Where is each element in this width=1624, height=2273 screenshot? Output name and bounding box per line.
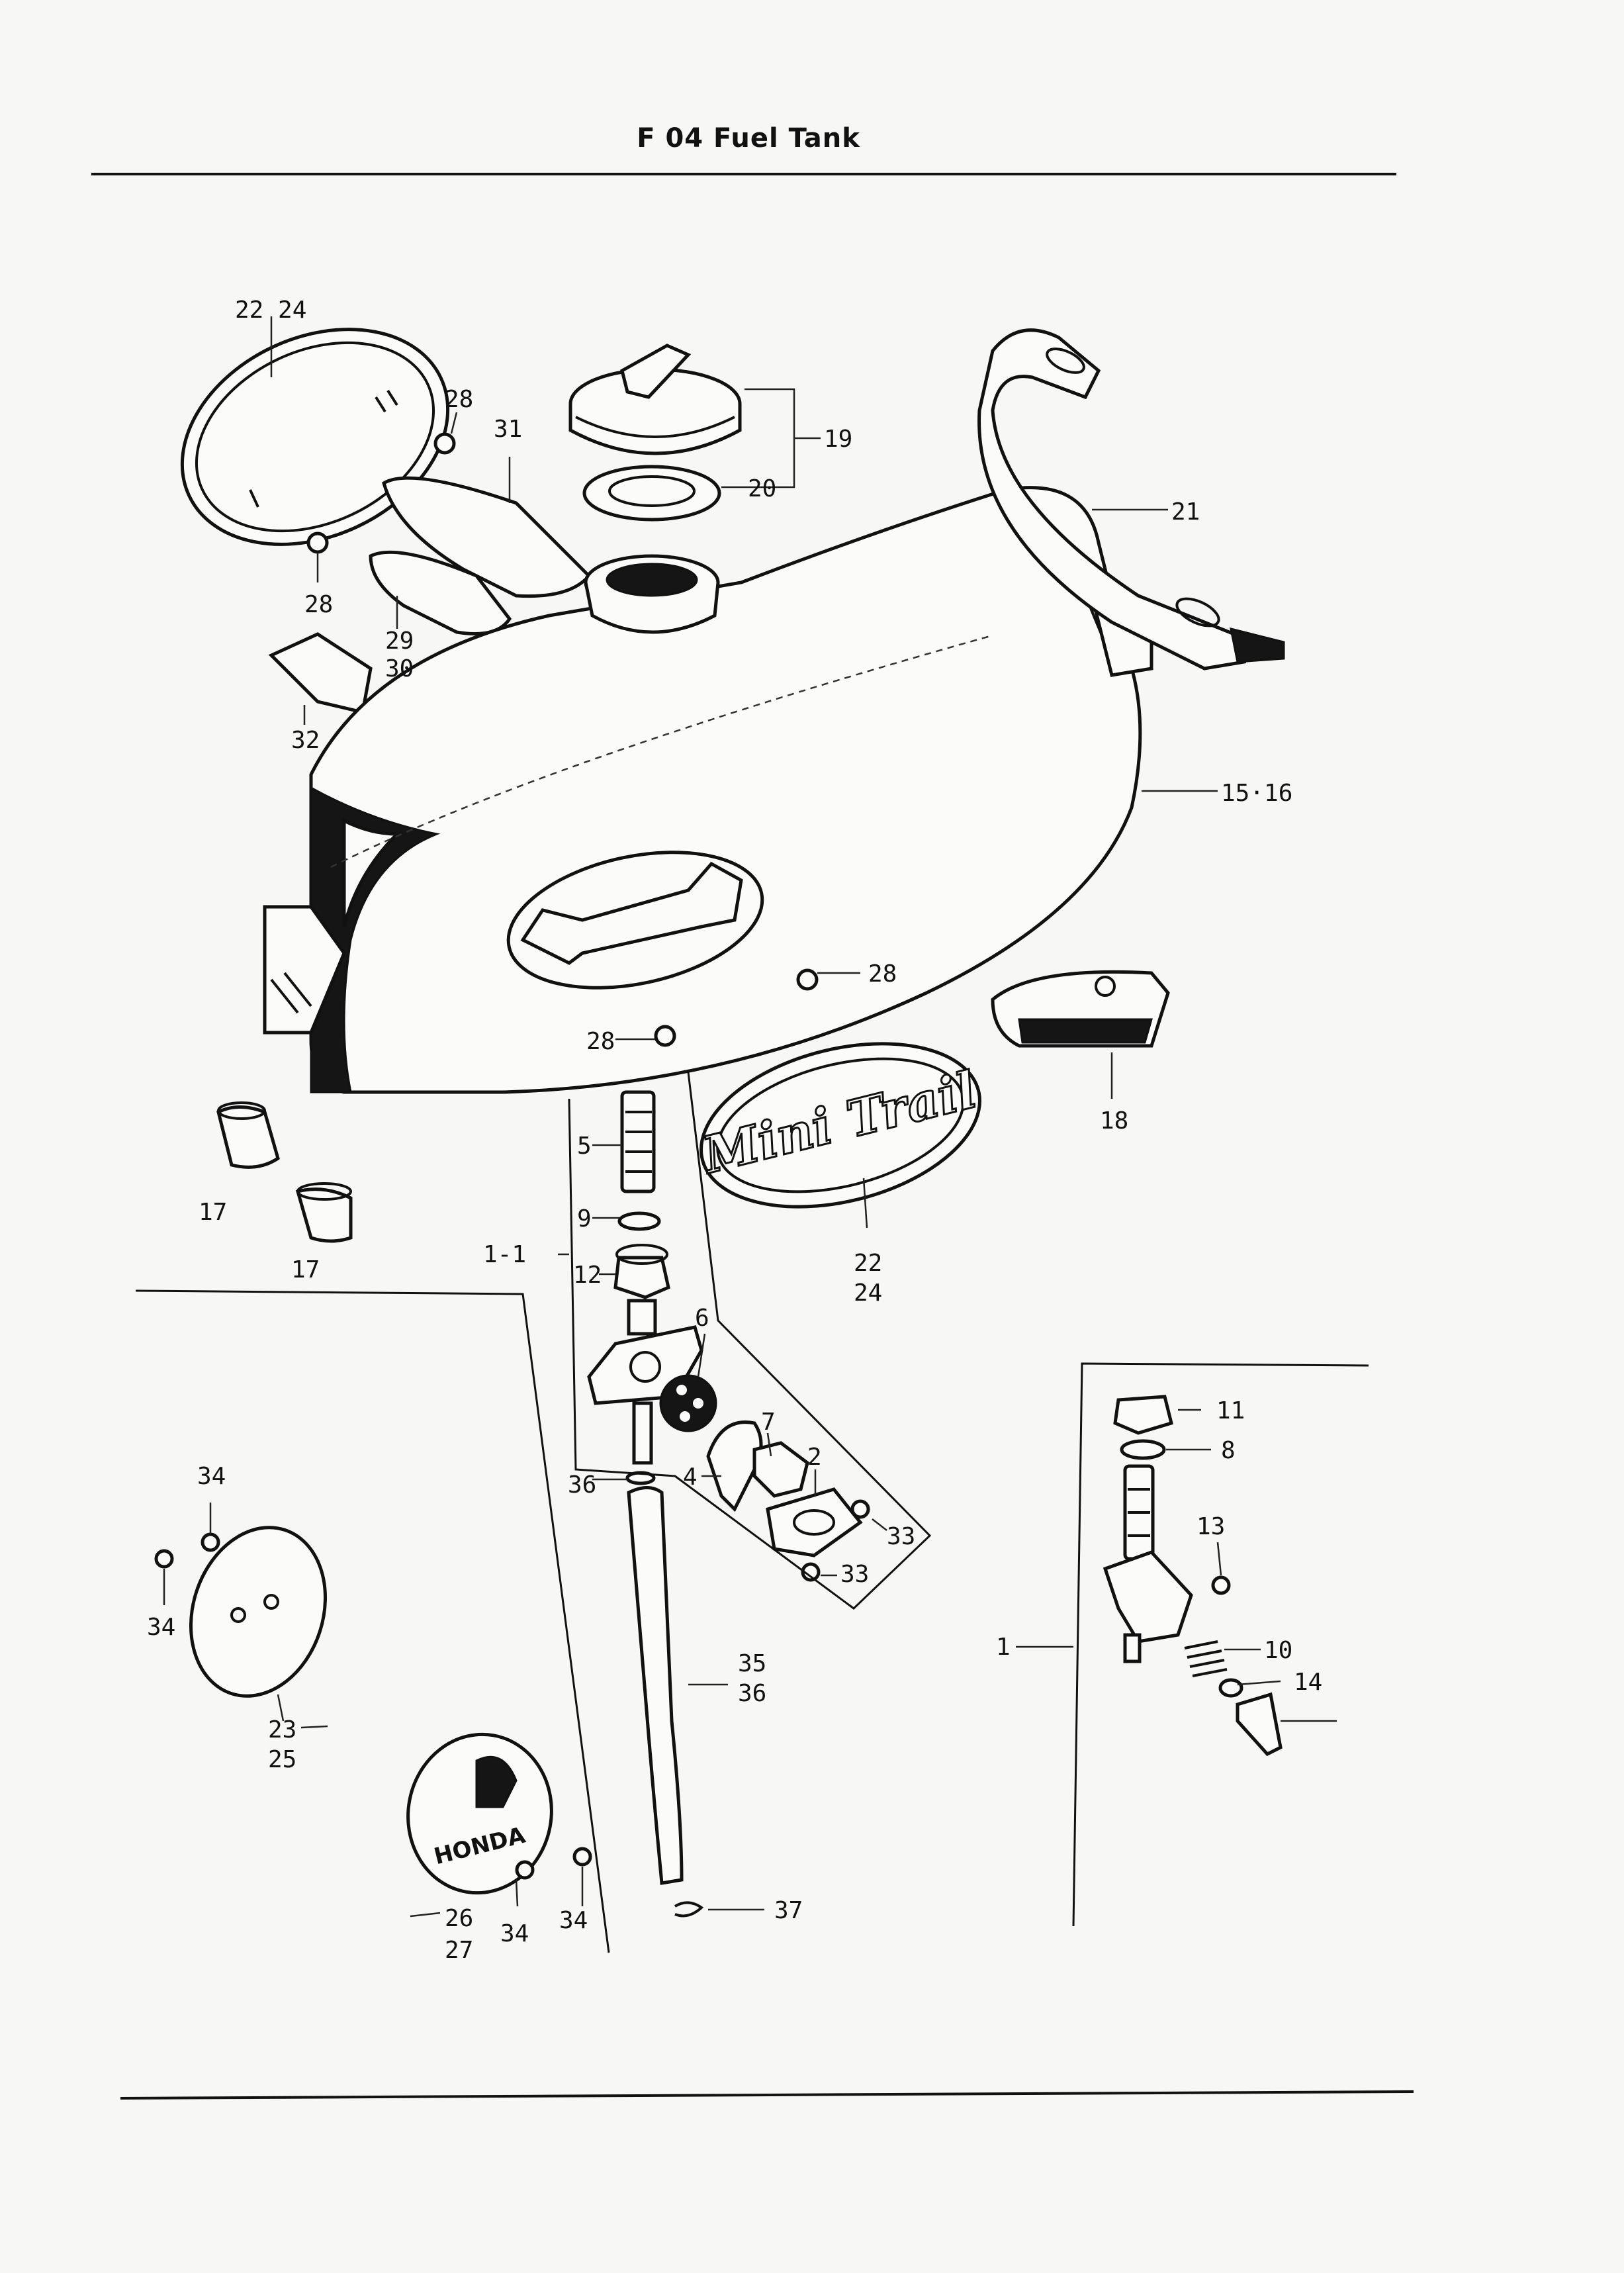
callout-21: 21	[1171, 498, 1200, 526]
cushion-17-b	[295, 1182, 353, 1243]
screw-34-d	[572, 1847, 592, 1867]
callout-1-1: 1-1	[483, 1241, 526, 1268]
screw-34-c	[515, 1860, 535, 1880]
callout-17-b: 17	[291, 1256, 320, 1283]
callout-28-b: 28	[304, 591, 333, 618]
callout-23: 23	[268, 1716, 296, 1743]
callout-36-a: 36	[568, 1471, 596, 1499]
callout-24: 24	[854, 1279, 882, 1307]
callout-10: 10	[1264, 1637, 1292, 1664]
o-ring-36	[625, 1471, 656, 1485]
callout-1: 1	[996, 1634, 1011, 1661]
callout-26: 26	[445, 1905, 473, 1932]
callout-22-24-top: 22 24	[235, 297, 306, 324]
screw-28-a	[433, 432, 456, 455]
screw-34-a	[201, 1532, 220, 1552]
cushion-17-a	[216, 1101, 280, 1169]
nut-12	[613, 1244, 670, 1299]
round-badge-26-27: HONDA	[406, 1732, 553, 1895]
callout-34-c: 34	[500, 1920, 529, 1947]
fuel-strainer-5	[620, 1090, 656, 1193]
side-badge-22-24: Mini Trail	[694, 1042, 983, 1209]
fuel-cap-19	[568, 344, 742, 455]
screw-33-a	[850, 1499, 870, 1519]
callout-34-b: 34	[147, 1614, 175, 1641]
left-box-boundary	[135, 1289, 610, 1953]
fuel-cock-boundary	[568, 1072, 932, 1610]
callout-28-d: 28	[586, 1028, 615, 1055]
screw-13	[1211, 1575, 1231, 1595]
callout-13: 13	[1196, 1513, 1225, 1540]
callout-31: 31	[494, 416, 522, 443]
callout-19: 19	[824, 426, 852, 453]
cock-gasket-6	[659, 1374, 717, 1432]
fuel-tube-35	[627, 1486, 684, 1885]
lever-14	[1236, 1692, 1283, 1757]
knee-rubber-18	[991, 970, 1170, 1048]
screw-34-b	[154, 1549, 174, 1569]
callout-25: 25	[268, 1746, 296, 1773]
callout-22: 22	[854, 1250, 882, 1277]
callout-34-d: 34	[559, 1907, 588, 1934]
leader-lines	[163, 316, 1337, 1918]
callout-28-c: 28	[868, 960, 897, 988]
emblem-plate-top	[180, 328, 450, 546]
callout-28-a: 28	[445, 386, 473, 413]
clip-37	[674, 1901, 704, 1918]
callout-8: 8	[1221, 1437, 1236, 1464]
callout-20: 20	[748, 475, 776, 502]
footer-rule	[120, 2090, 1414, 2100]
decal-32	[268, 632, 373, 715]
screw-28-d	[654, 1025, 676, 1047]
callout-18: 18	[1100, 1107, 1128, 1135]
callout-32: 32	[291, 727, 320, 754]
screw-28-b	[306, 532, 329, 554]
callout-4: 4	[683, 1463, 698, 1491]
tank-strap-21	[977, 328, 1285, 671]
nut-11	[1113, 1395, 1174, 1435]
callout-30: 30	[385, 655, 414, 682]
cap-packing-20	[582, 465, 721, 522]
callout-15-16: 15·16	[1221, 780, 1292, 807]
o-ring-14	[1218, 1678, 1243, 1698]
gasket-7	[752, 1441, 809, 1498]
callout-17-a: 17	[199, 1199, 227, 1226]
spring-10	[1184, 1640, 1228, 1677]
right-box-boundary	[1072, 1362, 1369, 1927]
page-title: F 04 Fuel Tank	[637, 123, 860, 154]
callout-29: 29	[385, 627, 414, 655]
callout-7: 7	[761, 1409, 776, 1436]
screw-28-c	[796, 968, 819, 991]
callout-33-b: 33	[840, 1561, 869, 1588]
callout-12: 12	[573, 1262, 602, 1289]
plate-2	[766, 1487, 863, 1557]
decal-31	[382, 476, 592, 598]
washer-8	[1120, 1439, 1166, 1460]
fuel-cock-1	[1103, 1464, 1193, 1663]
callout-2: 2	[807, 1444, 822, 1471]
callout-11: 11	[1216, 1397, 1245, 1424]
callout-37: 37	[774, 1897, 803, 1924]
callout-14: 14	[1294, 1669, 1322, 1696]
callout-9: 9	[577, 1205, 592, 1232]
callout-36-b: 36	[738, 1680, 766, 1707]
callout-35: 35	[738, 1650, 766, 1677]
callout-27: 27	[445, 1937, 473, 1964]
callout-33-a: 33	[887, 1523, 915, 1550]
callout-5: 5	[577, 1133, 592, 1160]
callout-6: 6	[695, 1305, 709, 1332]
fuel-tank-body	[263, 486, 1153, 1094]
screw-33-b	[801, 1562, 821, 1582]
callout-34-a: 34	[197, 1463, 226, 1490]
callout-labels: 22 24 28 31 19 20 21 28 29 30 32 15·16 2…	[147, 297, 1322, 1964]
side-cover-23-25	[189, 1526, 327, 1698]
o-ring-9	[617, 1211, 661, 1231]
